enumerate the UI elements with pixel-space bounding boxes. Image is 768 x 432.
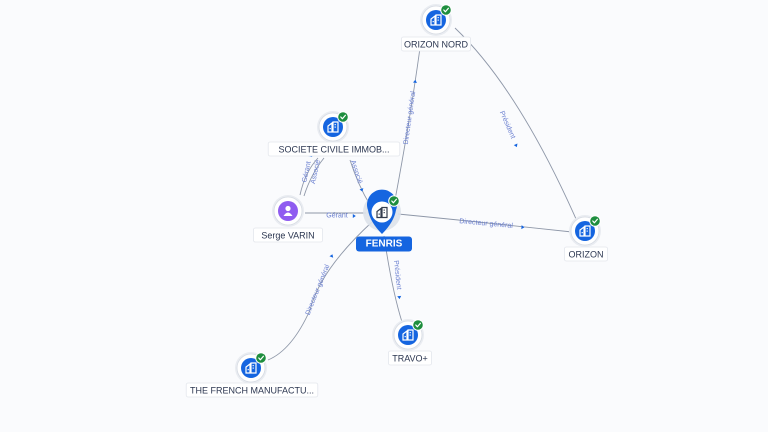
node-label: ORIZON <box>569 250 604 260</box>
node-orizon-nord[interactable]: ORIZON NORD <box>400 4 471 52</box>
edge-arrow-icon <box>352 214 356 218</box>
edge-label: Associé <box>349 159 364 192</box>
edges-layer <box>267 27 581 361</box>
edge-fenris-orizon <box>397 213 573 233</box>
edge-label-text: Directeur général <box>459 218 514 230</box>
node-travo[interactable]: TRAVO+ <box>387 319 432 366</box>
building-icon <box>245 362 257 374</box>
node-sci[interactable]: SOCIETE CIVILE IMMOB... <box>267 111 401 157</box>
node-tfm[interactable]: THE FRENCH MANUFACTU... <box>185 352 319 398</box>
node-label-box <box>400 36 471 52</box>
nodes-layer: FENRIS ORIZON NORD ORIZON SOCIETE CIVILE IM… <box>185 4 609 398</box>
building-icon <box>430 14 442 26</box>
node-label-box <box>387 350 432 366</box>
verified-check-icon <box>337 111 349 123</box>
node-serge[interactable]: Serge VARIN <box>252 195 323 243</box>
person-icon <box>283 205 293 216</box>
verified-check-icon <box>388 195 400 207</box>
node-label: ORIZON NORD <box>404 40 468 50</box>
edge-label-text: Associé <box>349 159 363 185</box>
node-label: THE FRENCH MANUFACTU... <box>190 386 314 396</box>
edge-arrow-icon <box>397 295 402 300</box>
edge-label-text: Associé <box>310 159 322 185</box>
edge-arrow-icon <box>412 79 417 84</box>
node-label: SOCIETE CIVILE IMMOB... <box>278 145 389 155</box>
edge-orizon_nord-orizon <box>454 27 581 229</box>
edge-label: Gérant <box>326 213 356 220</box>
edge-label-text: Directeur général <box>305 263 332 316</box>
edge-tfm-fenris <box>267 221 373 361</box>
edge-label: Directeur général <box>459 218 525 230</box>
node-label: Serge VARIN <box>261 231 314 241</box>
node-label-box <box>185 382 319 398</box>
edge-arrow-icon <box>521 225 525 230</box>
edge-arrow-icon <box>513 143 518 148</box>
edge-label: Président <box>392 260 402 300</box>
building-icon <box>376 206 388 219</box>
edge-label-text: Directeur général <box>403 90 417 145</box>
node-label-box <box>252 227 323 243</box>
edge-arrow-icon <box>329 254 334 258</box>
edge-label-text: Président <box>392 260 402 290</box>
verified-check-icon <box>255 352 267 364</box>
building-icon <box>402 329 414 341</box>
node-label-box <box>564 246 609 262</box>
node-fenris[interactable]: FENRIS <box>356 189 412 252</box>
edge-label-text: Président <box>498 110 516 140</box>
edge-arrow-icon <box>359 188 364 192</box>
edge-label: Président <box>498 110 518 148</box>
node-label: FENRIS <box>366 239 403 250</box>
edge-label-text: Gérant <box>326 213 347 220</box>
building-icon <box>327 121 339 133</box>
node-label: TRAVO+ <box>392 354 428 364</box>
edge-label: Directeur général <box>305 254 334 316</box>
edge-label-text: Gérant <box>301 161 312 183</box>
edge-serge-sci <box>299 157 319 196</box>
node-label-box <box>267 141 401 157</box>
verified-check-icon <box>589 215 601 227</box>
verified-check-icon <box>412 319 424 331</box>
node-orizon[interactable]: ORIZON <box>564 215 609 262</box>
node-label-pill <box>356 236 412 252</box>
edge-serge-sci <box>303 157 325 197</box>
edge-fenris-orizon_nord <box>394 47 421 201</box>
building-icon <box>579 225 591 237</box>
edge-label: Directeur général <box>403 79 417 145</box>
verified-check-icon <box>440 4 452 16</box>
